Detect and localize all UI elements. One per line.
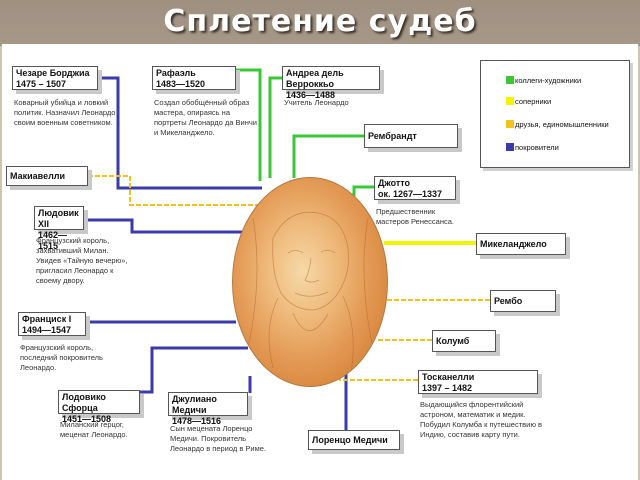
node-raphael-name: Рафаэль [156,68,196,78]
legend-marker-rivals [506,97,514,105]
node-francis-years: 1494—1547 [22,325,72,335]
node-sforza-years: 1451—1508 [62,414,112,424]
node-machiavelli-name: Макиавелли [10,171,66,181]
node-lorenzo-name: Лоренцо Медичи [312,435,388,445]
node-louis-years: 1462—1515 [38,230,68,251]
legend-marker-colleagues [506,76,514,84]
node-borgia: Чезаре Борджиа 1475 – 1507 [12,66,98,90]
node-giuliano-years: 1478—1516 [172,416,222,426]
node-toscanelli-years: 1397 – 1482 [422,383,473,393]
node-borgia-years: 1475 – 1507 [16,79,67,89]
legend-marker-patrons [506,143,514,151]
node-rembrandt: Рембрандт [364,124,458,148]
line-verrocchio [268,76,282,178]
node-giotto-name: Джотто [378,178,411,188]
node-verrocchio-name: Андреа дель Верроккьо [286,68,344,89]
node-francis: Франциск I 1494—1547 [18,312,86,336]
line-borgia [98,76,262,190]
legend-marker-friends [506,120,514,128]
node-sforza: Лодовико Сфорца 1451—1508 [58,390,140,424]
node-louis-name: Людовик XII [38,208,79,229]
line-louis [84,218,250,234]
legend-label-patrons: покровители [515,143,559,152]
node-giuliano-name: Джулиано Медичи [172,394,217,415]
legend-label-rivals: соперники [515,97,552,106]
node-raphael-desc: Создал обобщённый образ мастера, опираяс… [154,98,257,137]
node-rimbaud: Рембо [490,290,556,312]
node-louis-desc: Французский король, захвативший Милан. У… [36,236,128,285]
legend-label-colleagues: коллеги-художники [515,76,582,85]
node-columbus-name: Колумб [436,336,470,346]
node-giotto-years: ок. 1267—1337 [378,189,443,199]
node-giuliano-desc: Сын мецената Лоренцо Медичи. Покровитель… [170,424,267,453]
node-toscanelli-desc: Выдающийся флорентийский астроном, матем… [420,400,543,439]
node-borgia-name: Чезаре Борджиа [16,68,90,78]
node-sforza-name: Лодовико Сфорца [62,392,106,413]
legend-panel [480,60,630,168]
node-rembrandt-name: Рембрандт [368,131,417,141]
node-giotto: Джотто ок. 1267—1337 [374,176,456,200]
node-raphael: Рафаэль 1483—1520 [152,66,236,90]
node-toscanelli: Тосканелли 1397 – 1482 [418,370,538,394]
line-rembrandt [292,134,364,178]
node-raphael-years: 1483—1520 [156,79,206,89]
line-sforza [140,346,248,394]
node-verrocchio-years: 1436—1488 [286,90,336,100]
node-michelangelo-name: Микеланджело [480,239,547,249]
line-raphael [236,68,262,181]
node-francis-desc: Французский король, последний покровител… [20,343,103,372]
node-columbus: Колумб [432,330,496,352]
line-machiavelli [88,175,258,206]
node-giuliano: Джулиано Медичи 1478—1516 [168,392,248,426]
node-louis: Людовик XII 1462—1515 [34,206,84,251]
portrait-sketch [247,211,374,374]
node-francis-name: Франциск I [22,314,72,324]
node-verrocchio-desc: Учитель Леонардо [284,98,349,107]
page-title: Сплетение судеб [163,4,477,39]
node-toscanelli-name: Тосканелли [422,372,475,382]
node-sforza-desc: Миланский герцог, меценат Леонардо. [60,420,128,439]
legend-label-friends: друзья, единомышленники [515,120,609,129]
leonardo-portrait [232,177,388,387]
node-giotto-desc: Предшественник мастеров Ренессанса. [376,207,454,226]
title-band [0,0,640,46]
node-rimbaud-name: Рембо [494,296,523,306]
node-machiavelli: Макиавелли [6,166,88,186]
node-lorenzo: Лоренцо Медичи [308,430,400,450]
node-michelangelo: Микеланджело [476,233,566,255]
node-verrocchio: Андреа дель Верроккьо 1436—1488 [282,66,380,100]
node-borgia-desc: Коварный убийца и ловкий политик. Назнач… [14,98,116,127]
